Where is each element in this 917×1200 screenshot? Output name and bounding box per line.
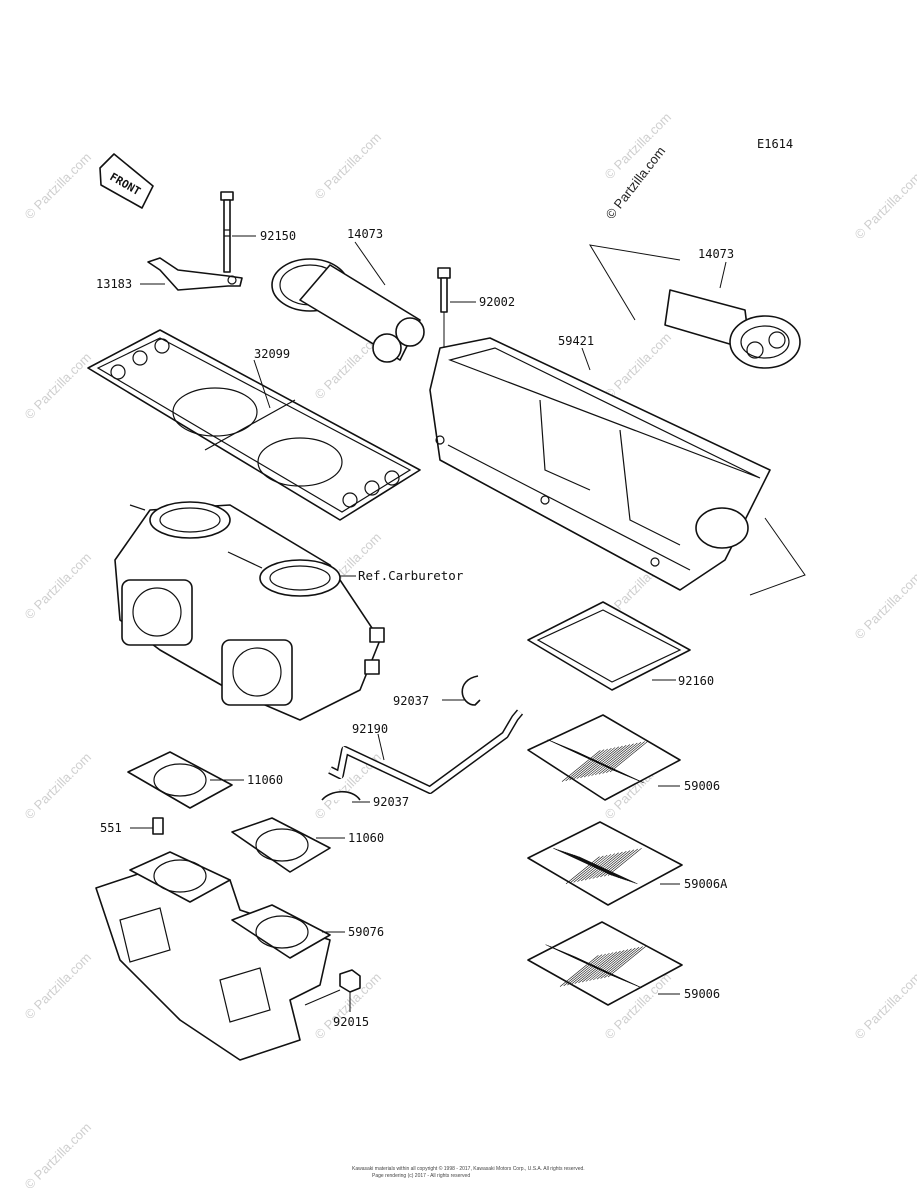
callout-14073-right: 14073	[698, 247, 734, 261]
clamp-92037-bottom	[321, 790, 361, 801]
callout-11060-bottom: 11060	[348, 831, 384, 845]
clamp-92037-top	[461, 675, 481, 706]
watermark: © Partzilla.com	[852, 570, 917, 643]
watermark: © Partzilla.com	[602, 330, 675, 403]
plate-32099	[87, 329, 421, 521]
diagram-code: E1614	[757, 137, 793, 151]
watermark: © Partzilla.com	[22, 150, 95, 223]
duct-14073-left	[271, 258, 425, 363]
nut-92015	[339, 969, 361, 993]
watermark: © Partzilla.com	[22, 550, 95, 623]
bracket-13183	[147, 257, 243, 291]
footer-rendering: Page rendering (c) 2017 - All rights res…	[372, 1173, 470, 1179]
callout-13183: 13183	[96, 277, 132, 291]
callouts: 92150 13183 14073 14073 92002 32099 5942…	[96, 227, 734, 1029]
callout-92150: 92150	[260, 229, 296, 243]
bolt-92150	[220, 191, 234, 273]
pin-551	[152, 817, 164, 835]
gasket-11060-top	[127, 751, 233, 809]
watermark: © Partzilla.com	[22, 950, 95, 1023]
watermark: © Partzilla.com	[22, 1120, 95, 1193]
callout-92160: 92160	[678, 674, 714, 688]
callout-59076: 59076	[348, 925, 384, 939]
gasket-92160	[527, 601, 691, 691]
callout-59421: 59421	[558, 334, 594, 348]
callout-32099: 32099	[254, 347, 290, 361]
carburetor-assembly	[114, 501, 385, 721]
callout-92037-bottom: 92037	[373, 795, 409, 809]
duct-14073-right	[664, 289, 801, 369]
callout-14073-left: 14073	[347, 227, 383, 241]
watermark: © Partzilla.com	[22, 350, 95, 423]
watermark: © Partzilla.com	[22, 750, 95, 823]
watermark: © Partzilla.com	[852, 170, 917, 243]
callout-551: 551	[100, 821, 122, 835]
mesh-59006a	[527, 821, 683, 906]
manifold-59076	[95, 851, 331, 1061]
callout-59006-bottom: 59006	[684, 987, 720, 1001]
case-59421	[429, 337, 771, 591]
footer-copyright: Kawasaki materials within all copyright …	[352, 1165, 585, 1172]
gasket-11060-bottom	[231, 817, 331, 873]
callout-59006-top: 59006	[684, 779, 720, 793]
callout-92190: 92190	[352, 722, 388, 736]
watermark: © Partzilla.com	[852, 970, 917, 1043]
front-arrow: FRONT	[99, 153, 154, 209]
watermark-layer: © Partzilla.com © Partzilla.com © Partzi…	[22, 110, 917, 1193]
mesh-59006-top	[527, 714, 681, 801]
bolt-92002	[437, 267, 451, 313]
callout-11060-top: 11060	[247, 773, 283, 787]
callout-92015: 92015	[333, 1015, 369, 1029]
mesh-59006-bottom	[527, 921, 683, 1006]
callout-59006a: 59006A	[684, 877, 728, 891]
callout-ref-carburetor: Ref.Carburetor	[358, 568, 464, 583]
callout-92037-top: 92037	[393, 694, 429, 708]
callout-92002: 92002	[479, 295, 515, 309]
watermark: © Partzilla.com	[312, 130, 385, 203]
